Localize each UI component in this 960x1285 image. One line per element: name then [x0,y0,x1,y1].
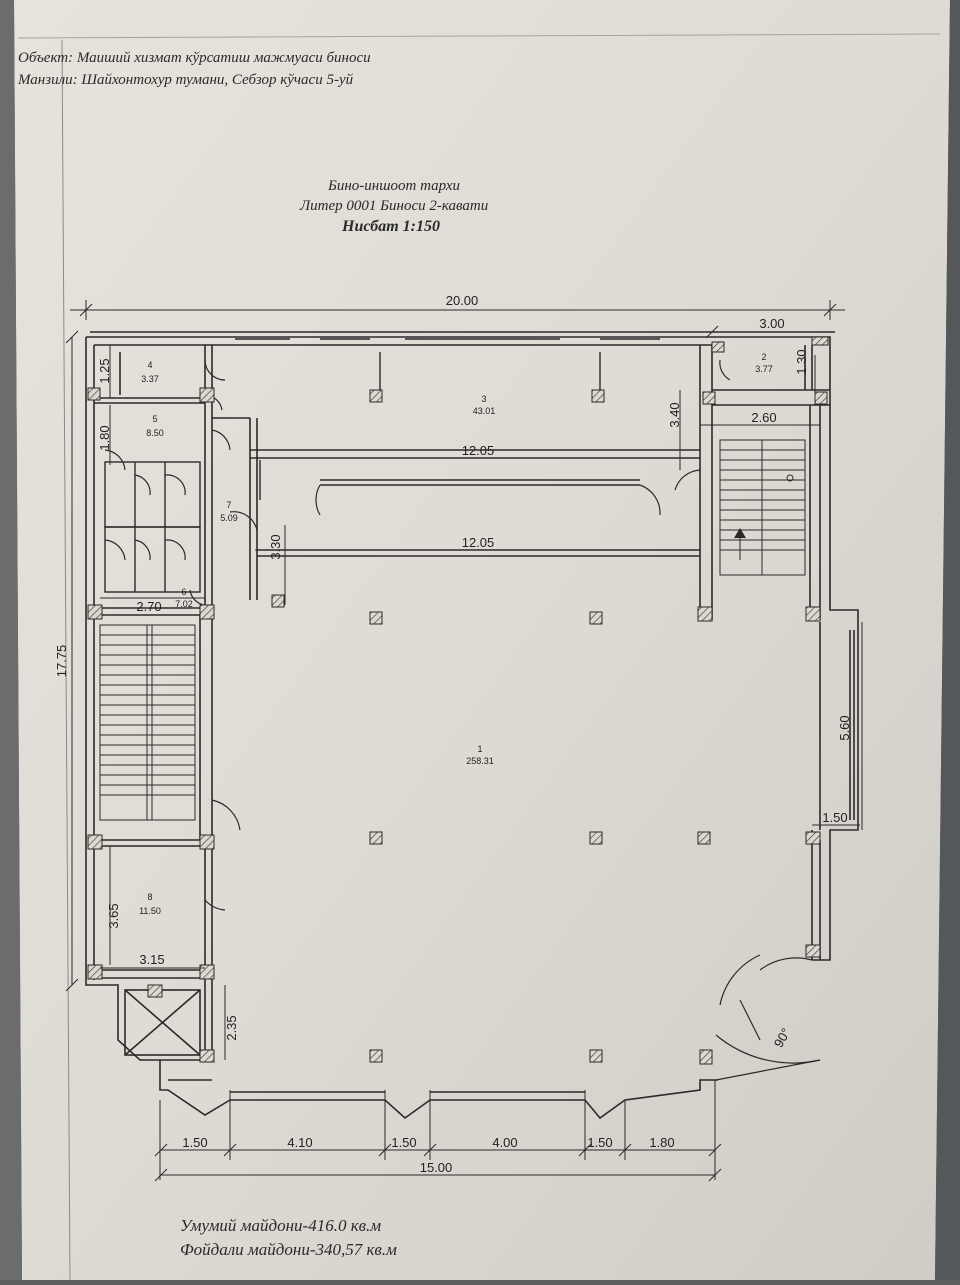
dimension-lines [65,300,863,1182]
room-4-number: 4 [147,360,152,370]
dim-room5-height: 1.80 [97,425,112,450]
object-value: Маиший хизмат кўрсатиш мажмуаси биноси [76,50,371,66]
total-area: Умумий майдони-416.0 кв.м [180,1216,382,1235]
object-line: Объект: Маиший хизмат кўрсатиш мажмуаси … [18,50,371,67]
room-7-number: 7 [226,500,231,510]
dim-right-offset: 1.50 [822,810,847,825]
room-1-number: 1 [477,744,482,754]
room-4-area: 3.37 [141,374,159,384]
room-2-number: 2 [761,352,766,362]
dim-bottom-total: 15.00 [420,1160,453,1175]
dim-right-bay: 5.60 [837,715,852,740]
door-swings [104,359,821,1081]
dim-bottom-seg-5: 1.50 [587,1135,612,1150]
room-labels: 1 258.31 2 3.77 3 43.01 4 3.37 5 8.50 6 … [139,352,773,916]
dim-corridor-width-2: 12.05 [462,535,495,550]
drawing-title: Бино-иншоот тархи [328,178,461,194]
staircase-left [99,624,196,821]
columns [87,336,829,1065]
dim-stair-width: 2.60 [751,410,776,425]
dim-bottom-left-height: 2.35 [224,1015,239,1040]
dim-bottom-seg-3: 1.50 [391,1135,416,1150]
room-3-area: 43.01 [473,406,496,416]
object-label: Объект: [18,50,74,66]
dim-room4-height: 1.25 [97,358,112,383]
margin-line [61,39,71,1281]
drawing-scale: Нисбат 1:150 [342,218,440,235]
address-value: Шайхонтохур тумани, Себзор кўчаси 5-уй [81,72,354,88]
dimension-labels: 20.00 3.00 1.30 2.60 1.25 1.80 3.40 12.0… [54,293,852,1175]
room-5-area: 8.50 [146,428,164,438]
room-6-number: 6 [181,587,186,597]
address-line: Манзили: Шайхонтохур тумани, Себзор кўча… [18,72,353,89]
dim-room8-height: 3.65 [106,903,121,928]
room-5-number: 5 [152,414,157,424]
room-6-area: 7.02 [175,599,193,609]
address-label: Манзили: [18,72,78,88]
dim-corridor-height: 3.40 [667,402,682,427]
dim-bottom-seg-4: 4.00 [492,1135,517,1150]
dim-top-right: 3.00 [759,316,784,331]
paper-sheet [14,0,950,1280]
dim-left-total: 17.75 [54,645,69,678]
useful-area: Фойдали майдони-340,57 кв.м [180,1240,397,1259]
dim-bottom-seg-6: 1.80 [649,1135,674,1150]
room-7-area: 5.09 [220,513,238,523]
room-8-area: 11.50 [139,906,161,916]
dim-top-total: 20.00 [446,293,479,308]
drawing-subtitle: Литер 0001 Биноси 2-кавати [300,198,489,214]
dim-bottom-seg-2: 4.10 [287,1135,312,1150]
room-3-number: 3 [481,394,486,404]
dim-bottom-seg-1: 1.50 [182,1135,207,1150]
room-1-area: 258.31 [466,756,494,766]
dim-room6-width: 2.70 [136,599,161,614]
dim-room2-height: 1.30 [794,349,809,374]
room-2-area: 3.77 [755,364,773,374]
dim-corridor-width-1: 12.05 [462,443,495,458]
dim-room8-width: 3.15 [139,952,164,967]
dim-room7-height: 3.30 [268,534,283,559]
room-8-number: 8 [147,892,152,902]
